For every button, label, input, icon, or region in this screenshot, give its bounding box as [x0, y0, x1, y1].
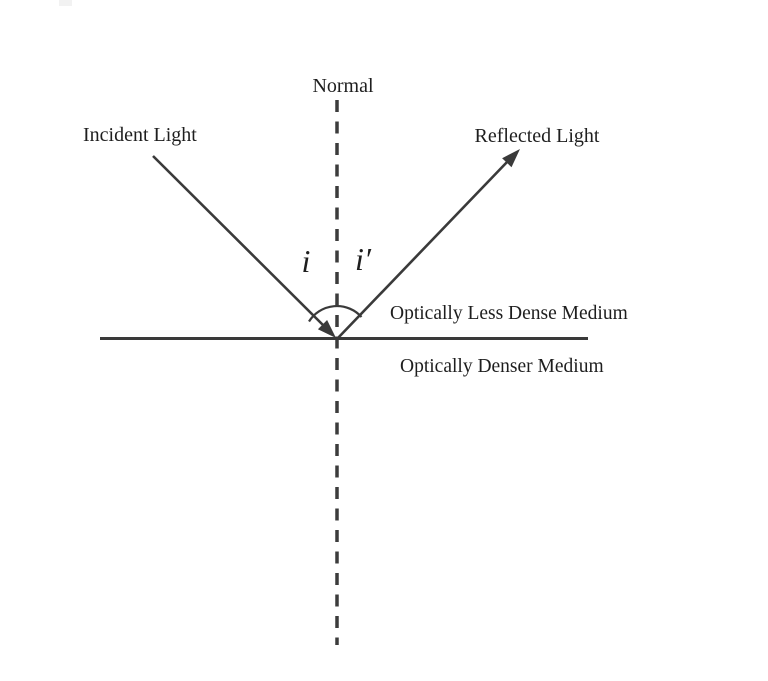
scan-artifact — [59, 0, 72, 6]
reflected-ray-arrowhead-icon — [502, 149, 520, 168]
lower-medium-label: Optically Denser Medium — [400, 356, 604, 377]
incident-ray — [152, 155, 327, 329]
angle-arc — [308, 304, 363, 323]
reflected-ray — [336, 160, 509, 340]
normal-label: Normal — [312, 75, 374, 97]
reflected-light-label: Reflected Light — [475, 125, 600, 147]
upper-medium-label: Optically Less Dense Medium — [390, 303, 628, 324]
angle-of-incidence-label: i — [302, 243, 311, 279]
incident-ray-arrowhead-icon — [317, 320, 336, 338]
angle-of-reflection-label: i′ — [355, 241, 372, 277]
incident-light-label: Incident Light — [83, 124, 197, 146]
